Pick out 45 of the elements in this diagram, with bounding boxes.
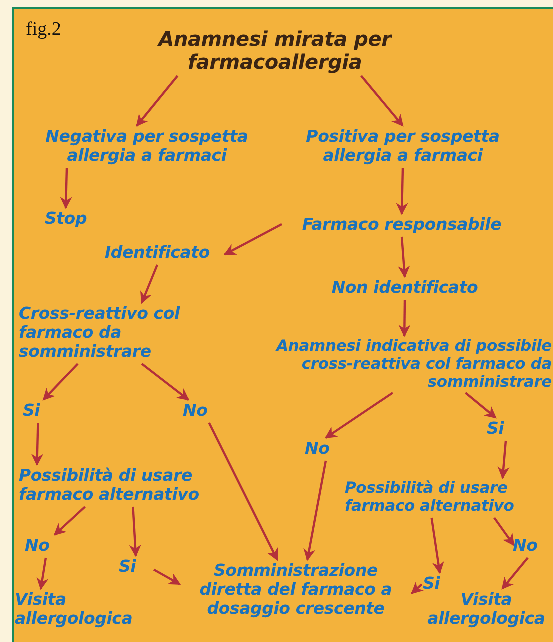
flow-step: Si	[486, 418, 526, 441]
flow-step: Negativa per sospetta allergia a farmaci	[22, 126, 272, 168]
arrow	[129, 506, 142, 558]
arrow	[208, 422, 278, 562]
flow-step: Positiva per sospetta allergia a farmaci	[278, 126, 528, 168]
flow-step: Non identificato	[315, 277, 495, 300]
arrow	[304, 460, 328, 562]
flow-title: Anamnesi mirata per farmacoallergia	[140, 26, 410, 76]
arrow	[465, 392, 497, 419]
flow-step: Cross-reattivo col farmaco da somministrare	[18, 303, 218, 364]
arrow	[140, 264, 159, 304]
arrow	[325, 392, 394, 439]
arrow	[42, 363, 79, 401]
flow-step: Stop	[36, 208, 96, 231]
flow-step: Visita allergologica	[14, 589, 164, 631]
arrow	[224, 223, 283, 256]
arrow	[498, 440, 510, 480]
flow-step: No	[24, 535, 68, 558]
arrow	[396, 168, 408, 216]
arrow	[54, 506, 86, 536]
arrow	[398, 300, 411, 338]
flow-step: Identificato	[90, 242, 225, 265]
flow-step: Possibilità di usare farmaco alternativo	[18, 465, 258, 507]
figure-number: fig.2	[26, 19, 62, 41]
flow-step: Somministrazione diretta del farmaco a dosaggio crescente	[180, 560, 412, 621]
arrow	[136, 75, 179, 127]
arrow	[360, 75, 404, 127]
flow-step: No	[512, 535, 552, 558]
arrow	[153, 568, 182, 586]
arrow	[141, 363, 190, 401]
arrow	[36, 558, 49, 590]
flow-step: Si	[22, 400, 58, 423]
flow-step: Farmaco responsabile	[282, 214, 522, 237]
arrow	[411, 582, 424, 594]
flow-step: No	[304, 438, 348, 461]
flow-step: Possibilità di usare farmaco alternativo	[344, 478, 553, 518]
arrow	[494, 517, 515, 546]
arrow	[430, 518, 444, 574]
arrow	[60, 168, 72, 210]
arrow	[502, 557, 529, 590]
flow-step: Si	[118, 556, 154, 579]
flow-step: Anamnesi indicativa di possibile cross-reattiva col farmaco da somministrare	[262, 336, 553, 394]
arrow	[398, 236, 410, 278]
arrow	[31, 422, 44, 466]
flow-step: No	[182, 400, 226, 423]
